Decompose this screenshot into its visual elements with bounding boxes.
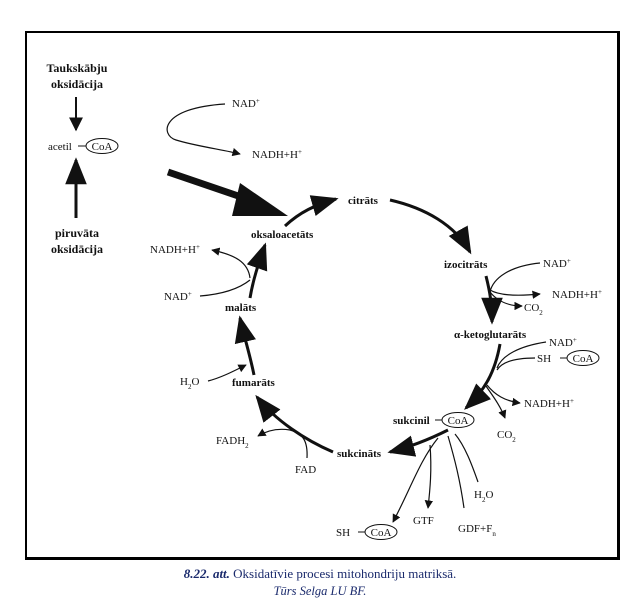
succinyl-h2o-in-line xyxy=(454,433,479,483)
acetyl-label: acetil xyxy=(48,141,72,153)
succinyl-label: sukcinil xyxy=(393,415,430,427)
acetyl-coa: acetil CoA xyxy=(48,138,119,154)
succinyl-h2o-label: H2O xyxy=(474,489,493,504)
isocitrate-co2-out-arrow xyxy=(489,291,523,311)
akg-sh-label: SH xyxy=(537,353,551,365)
fatty-acid-oxidation-line2: oksidācija xyxy=(51,77,103,91)
fumarate-label: fumarāts xyxy=(232,377,275,389)
isocitrate-label: izocitrāts xyxy=(444,259,488,271)
succinyl-gdf-in-line xyxy=(447,435,465,509)
fatty-acid-oxidation-label: Taukskābju oksidācija xyxy=(47,61,108,91)
succinylcoa-to-succinate-arrow xyxy=(387,428,449,457)
malate-nad-in-line xyxy=(199,279,251,297)
succinyl-shcoa-out-arrow xyxy=(392,437,439,523)
succinyl-sh-coa-label: CoA xyxy=(371,527,392,539)
top-nad-loop-arrow xyxy=(166,103,241,157)
succinyl-coa-label: CoA xyxy=(448,415,469,427)
succinate-to-fumarate-arrow xyxy=(255,394,334,454)
malate-nadh-label: NADH+H+ xyxy=(150,243,200,256)
succinyl-sh-coa-ellipse xyxy=(364,524,398,540)
citrate-label: citrāts xyxy=(348,195,379,207)
succinate-label: sukcināts xyxy=(337,448,382,460)
top-nadh-label: NADH+H+ xyxy=(252,148,302,161)
gtf-label: GTF xyxy=(413,515,434,527)
akg-nadh-out-arrow xyxy=(486,384,521,407)
figure-number: 8.22. att. xyxy=(183,566,230,581)
fumarate-h2o-in-arrow xyxy=(207,364,247,382)
pyruvate-oxidation-line2: oksidācija xyxy=(51,242,103,256)
malate-label: malāts xyxy=(225,302,257,314)
succinyl-gtf-out-arrow xyxy=(424,444,434,509)
coa-label: CoA xyxy=(92,141,113,153)
isocitrate-nadh-label: NADH+H+ xyxy=(552,288,602,301)
fad-to-fadh2-arrow xyxy=(257,428,308,459)
isocitrate-nad-in-line xyxy=(489,262,541,293)
succinyl-sh-label: SH xyxy=(336,527,350,539)
malate-nadh-out-arrow xyxy=(211,247,251,279)
figure-caption: 8.22. att. Oksidatīvie procesi mitohondr… xyxy=(0,566,640,582)
malate-nad-label: NAD+ xyxy=(164,290,192,303)
isocitrate-co2-label: CO2 xyxy=(524,302,543,317)
succinyl-coa-ellipse xyxy=(441,412,475,428)
succinyl-sh-coa: SH CoA xyxy=(336,524,398,540)
isocitrate-nad-label: NAD+ xyxy=(543,257,571,270)
akg-nadh-label: NADH+H+ xyxy=(524,397,574,410)
akg-co2-label: CO2 xyxy=(497,429,516,444)
akg-coa-label: CoA xyxy=(573,353,594,365)
top-nad-label: NAD+ xyxy=(232,97,260,110)
gdf-label: GDF+Fn xyxy=(458,523,496,538)
fatty-acid-oxidation-line1: Taukskābju xyxy=(47,61,108,75)
fumarate-h2o-label: H2O xyxy=(180,376,199,391)
isocitrate-to-akg-arrow xyxy=(481,275,503,325)
akg-shcoa-in-line xyxy=(496,357,536,371)
figure-caption-text: Oksidatīvie procesi mitohondriju matriks… xyxy=(229,566,457,581)
pyruvate-oxidation-line1: piruvāta xyxy=(55,226,99,240)
akg-nad-in-line xyxy=(496,341,547,369)
akg-to-succinylcoa-arrow xyxy=(464,343,502,410)
figure-credit: Tūrs Selga LU BF. xyxy=(273,584,367,598)
fadh2-label: FADH2 xyxy=(216,435,249,450)
diagram-frame xyxy=(25,31,620,560)
isocitrate-nadh-out-arrow xyxy=(489,289,541,299)
succinyl-coa: sukcinil CoA xyxy=(393,412,475,428)
oxaloacetate-to-citrate-arrow xyxy=(283,195,339,228)
acetylcoa-entry-arrow-shaft xyxy=(166,168,252,204)
akg-nad-label: NAD+ xyxy=(549,336,577,349)
akg-co2-out-arrow xyxy=(485,385,507,419)
alpha-ketoglutarate-label: α-ketoglutarāts xyxy=(454,329,527,341)
oxaloacetate-label: oksaloacetāts xyxy=(251,229,314,241)
citrate-to-isocitrate-arrow xyxy=(389,198,472,255)
malate-to-oxaloacetate-arrow xyxy=(246,242,268,299)
acetylcoa-entry-arrow-head xyxy=(232,183,288,216)
pyruvate-oxidation-label: piruvāta oksidācija xyxy=(51,226,103,256)
fumarate-to-malate-arrow xyxy=(234,315,256,376)
fad-label: FAD xyxy=(295,464,316,476)
akg-coa-ellipse xyxy=(566,350,600,366)
akg-sh-coa: SH CoA xyxy=(537,350,600,366)
coa-ellipse xyxy=(85,138,119,154)
